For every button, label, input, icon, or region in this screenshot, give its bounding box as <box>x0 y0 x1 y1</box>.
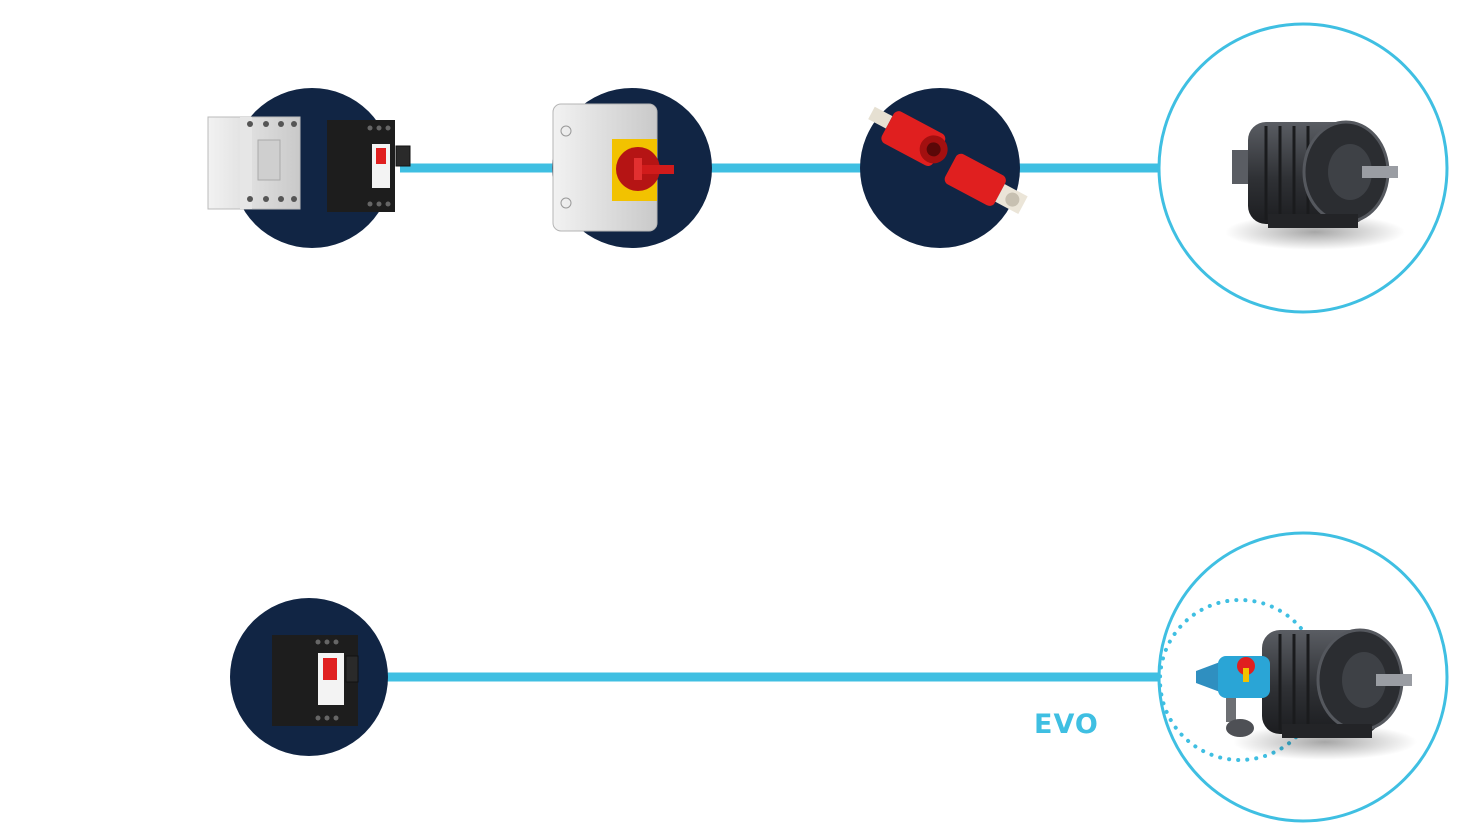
top-node-industrial-plug <box>860 88 1028 248</box>
industrial-plug-socket-icon <box>868 106 1028 215</box>
top-node-breaker-contactor <box>207 88 411 248</box>
top-node-isolator-switch <box>552 88 712 248</box>
bottom-row: EVO <box>230 531 1449 823</box>
top-node-motor <box>1157 22 1449 314</box>
electric-motor-icon <box>1225 120 1405 250</box>
evo-label: EVO <box>1034 709 1099 740</box>
top-row <box>207 22 1449 314</box>
circuit-breaker-contactor-icon <box>207 116 411 212</box>
evo-motor-with-plug-icon <box>1196 628 1417 760</box>
isolator-switch-icon <box>552 103 674 232</box>
motor-protection-breaker-icon <box>272 635 359 726</box>
bottom-node-breaker <box>230 598 388 756</box>
bottom-node-evo-motor: EVO <box>1034 531 1449 823</box>
